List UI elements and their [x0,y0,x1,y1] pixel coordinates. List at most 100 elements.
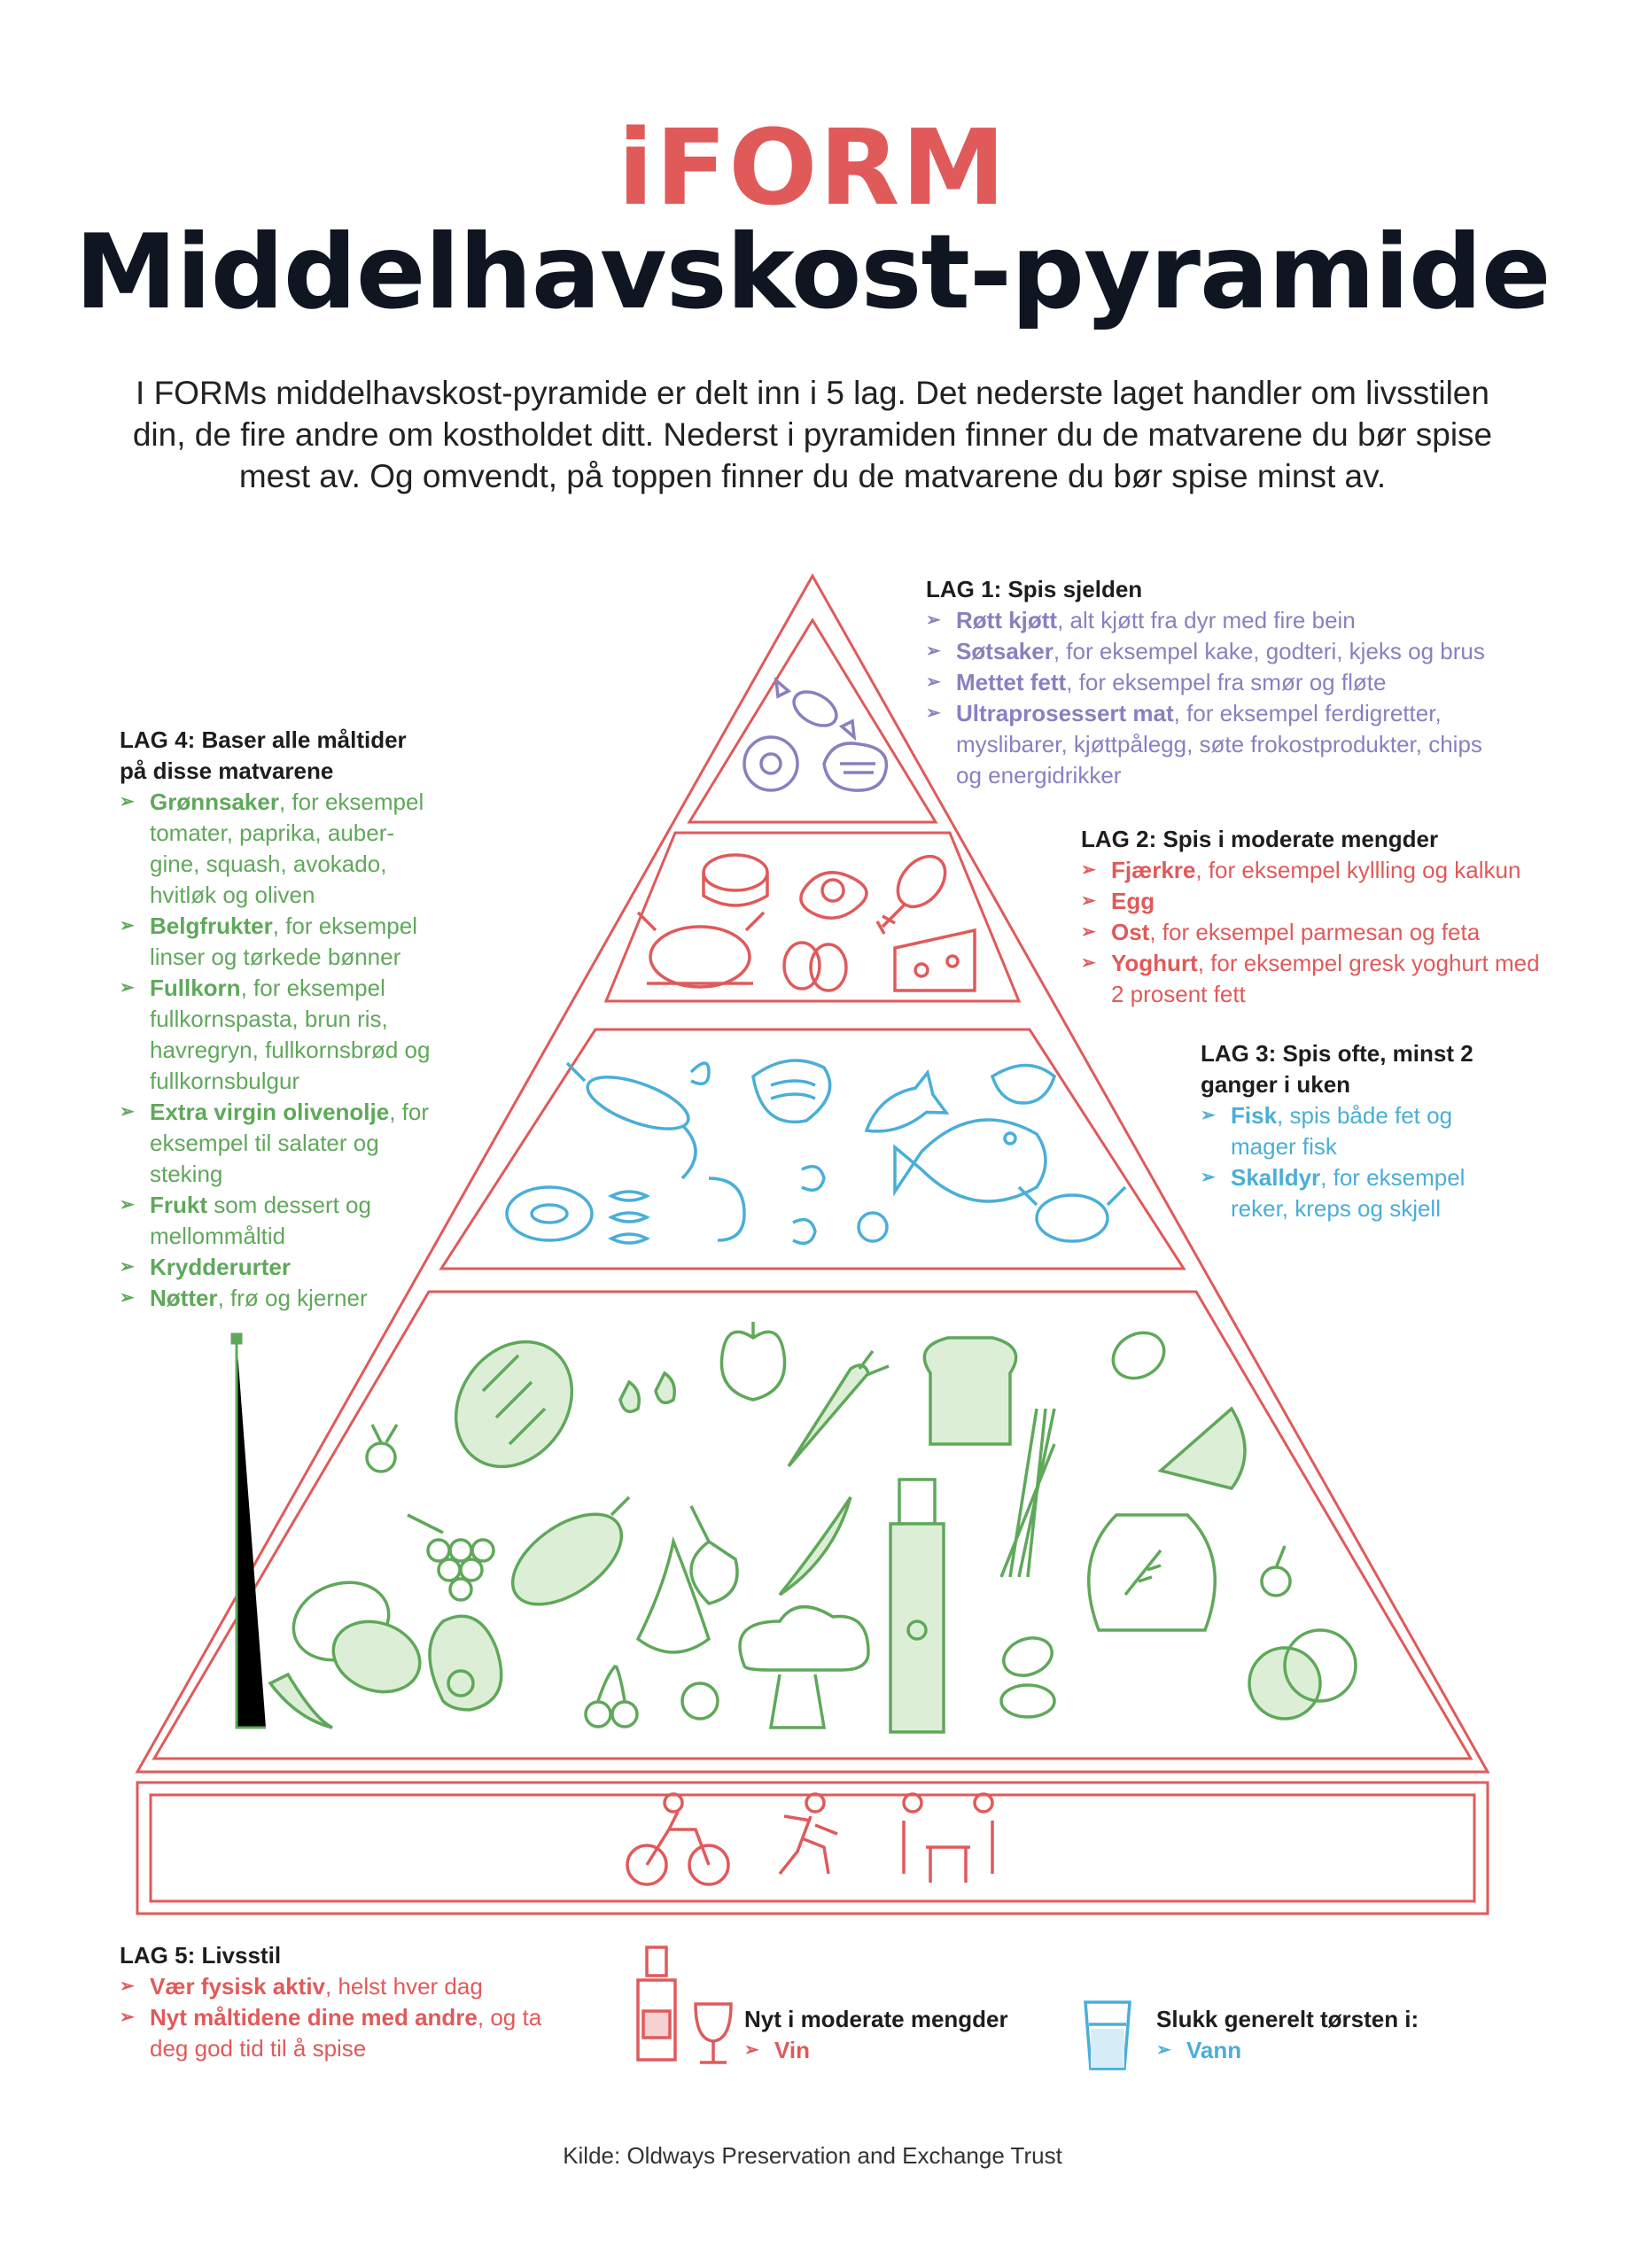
lag4-item: ➢Nøtter, frø og kjerner [120,1283,439,1314]
intro-text: I FORMs middelhavskost-pyramide er delt … [132,375,1493,494]
avocado-icon [428,1614,503,1712]
lag3-item-text: , for eksempel reker, kreps og skjell [1231,1164,1466,1222]
lag4-item: ➢Extra virgin olivenolje, for eksempel t… [120,1097,439,1190]
potato-icon [292,1581,422,1694]
lag4-item-bold: Frukt [150,1192,207,1218]
lag1-item: ➢Søtsaker, for eksempel kake, godteri, k… [926,636,1493,667]
arrow-icon: ➢ [120,978,135,998]
arrow-icon: ➢ [1201,1168,1216,1187]
lag2-legend: LAG 2: Spis i moderate mengder ➢Fjærkre,… [1081,824,1542,1010]
beans-icon [999,1683,1056,1719]
lag4-item-bold: Belgfrukter [150,913,273,939]
apple-icon [719,1322,787,1402]
cheese-wheel-icon [702,853,769,907]
lag3-legend: LAG 3: Spis ofte, minst 2 ganger i uken … [1201,1038,1484,1224]
lag4-item-text: , for eksempel til salater og steking [150,1099,429,1187]
radish-icon [365,1424,399,1473]
water-legend: Slukk generelt tørsten i: ➢Vann [1156,2004,1511,2066]
garlic-icon [635,1535,711,1654]
wine-bottle-icon [636,1946,677,2062]
lag4-item: ➢ Fullkorn, for eksempel fullkornspasta, … [120,973,439,1097]
lag2-item-bold: Yoghurt [1111,950,1198,976]
lag4-connector [230,1332,266,1729]
arrow-icon: ➢ [1156,2040,1171,2060]
lag2-item: ➢ Yoghurt, for eksempel gresk yoghurt med… [1081,948,1542,1010]
bread-slice-icon [922,1336,1018,1446]
oyster-icon [990,1063,1057,1105]
arrow-icon: ➢ [120,1257,135,1277]
carrot-icon [787,1349,890,1468]
arrow-icon: ➢ [926,610,941,630]
arrow-icon: ➢ [926,641,941,661]
grain-sack-icon [1087,1513,1217,1632]
running-icon [778,1792,838,1876]
chili-icon [268,1672,333,1729]
page-title: Middelhavskost-pyramide [74,213,1551,332]
cheese-wedge-icon [893,928,976,992]
bread-loaf-icon [454,1340,574,1469]
layer-2-frame [603,831,1022,1003]
lag4-item-text: , frø og kjerner [217,1285,368,1311]
pyramid-outline [135,572,1490,1774]
lag1-item-text: , for eksempel kake, godteri, kjeks og b… [1053,638,1485,664]
lag2-item: ➢Egg [1081,886,1542,917]
lag3-item: ➢ Skalldyr, for eksempel reker, kreps og … [1201,1162,1484,1224]
lag1-legend: LAG 1: Spis sjelden ➢Røtt kjøtt, alt kjø… [926,574,1493,791]
arrow-icon: ➢ [120,1977,135,1996]
lag1-item-bold: Ultraprosessert mat [956,700,1174,726]
wine-item: ➢ Vin [744,2035,1063,2066]
crab-icon [1017,1185,1127,1243]
lag4-item-text: som dessert og mellommåltid [150,1192,371,1249]
lag3-item-bold: Fisk [1231,1102,1278,1129]
lag1-item: ➢Mettet fett, for eksempel fra smør og f… [926,667,1493,698]
almond-icon [1002,1636,1054,1677]
drumstick-icon [875,854,947,935]
lag1-item: ➢Ultraprosessert mat, for eksempel ferdi… [926,698,1493,791]
water-glass-icon [1084,2000,1131,2070]
lag5-item-text: , og ta deg god tid til å spise [150,2004,542,2062]
lag3-item-bold: Skalldyr [1231,1164,1321,1191]
lag2-item-bold: Ost [1111,919,1150,945]
shrimp-icon [689,1061,711,1086]
lemon-icon [1111,1331,1166,1380]
lag2-item: ➢Fjærkre, for eksempel kyllling og kalku… [1081,855,1542,886]
lag4-item: ➢Krydderurter [120,1252,439,1283]
wine-legend: Nyt i moderate mengder ➢Vin [744,2004,1063,2066]
beetroot-icon [1260,1545,1292,1597]
arrow-icon: ➢ [1081,953,1096,973]
lag4-item-text: , for eksempel tomater, paprika, auber-g… [150,788,424,908]
arrow-icon: ➢ [120,1102,135,1122]
lag2-item-bold: Egg [1111,888,1155,914]
fried-egg-icon [799,871,868,920]
arrow-icon: ➢ [744,2040,759,2060]
steak-icon [822,742,889,792]
salmon-steak-icon [751,1059,832,1124]
arrow-icon: ➢ [120,1288,135,1308]
lag1-heading: LAG 1: Spis sjelden [926,576,1143,602]
grapes-icon [407,1513,495,1602]
chives-icon [999,1408,1056,1578]
lag4-item-bold: Fullkorn [150,975,241,1001]
strawberries-icon [618,1371,676,1414]
prawn-icon [708,1164,826,1246]
wine-item-bold: Vin [774,2037,810,2063]
lag1-item-bold: Røtt kjøtt [956,607,1058,633]
cycling-icon [626,1792,730,1886]
dining-together-icon [902,1792,994,1883]
lag2-item-text: , for eksempel gresk yoghurt med 2 prose… [1111,950,1540,1007]
lag4-item-text: , for eksempel fullkornspasta, brun ris,… [150,975,431,1094]
lag4-item-bold: Grønnsaker [150,788,279,815]
source-credit: Kilde: Oldways Preservation and Exchange… [563,2142,1062,2169]
lobster-icon [565,1061,697,1180]
lag2-item: ➢Ost, for eksempel parmesan og feta [1081,917,1542,948]
lag3-heading: LAG 3: Spis ofte, minst 2 ganger i uken [1201,1040,1473,1098]
lag1-item-text: , for eksempel fra smør og fløte [1066,669,1387,695]
candy-icon [774,676,857,742]
lag3-item-text: , spis både fet og mager fisk [1231,1102,1453,1160]
watermelon-icon [1157,1406,1247,1490]
lag4-item: ➢Belgfrukter, for eksempel linser og tør… [120,911,439,973]
arrow-icon: ➢ [926,703,941,723]
broccoli-icon [738,1604,870,1729]
layer-5-frame [136,1781,1489,1915]
lag1-item-bold: Mettet fett [956,669,1067,695]
